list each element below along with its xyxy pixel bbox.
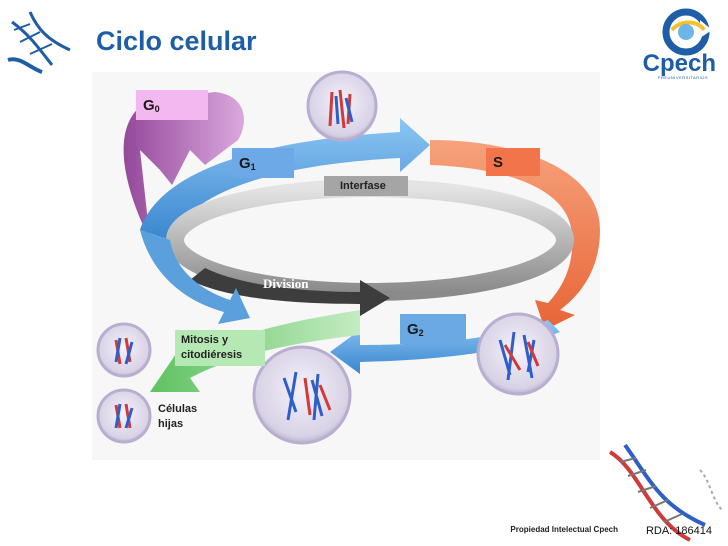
mitosis-label-line1: Mitosis y xyxy=(181,334,229,346)
mitosis-box xyxy=(175,330,265,366)
cpech-logo-tagline: PREUNIVERSITARIOS xyxy=(657,75,708,80)
g0-loop-arrow xyxy=(123,92,245,240)
daughter-label-line2: hijas xyxy=(158,418,184,430)
interfase-label: Interfase xyxy=(340,180,386,192)
daughter-cells-label: Células hijas xyxy=(158,402,197,432)
daughter-label-line1: Células xyxy=(158,403,198,415)
cpech-logo-mark xyxy=(662,8,712,56)
cell-daughter-bottom xyxy=(96,388,152,444)
g2-box xyxy=(400,314,466,344)
mitosis-label-line2: citodiéresis xyxy=(181,349,243,361)
cell-top xyxy=(306,70,378,142)
slide-title: Ciclo celular xyxy=(96,26,257,56)
footer-rights: Propiedad Intelectual Cpech xyxy=(510,525,618,534)
phase-g1-main: G xyxy=(239,154,251,172)
phase-s-main: S xyxy=(493,153,504,171)
cpech-logo-text: Cpech xyxy=(642,50,716,77)
phase-g0-sub: 0 xyxy=(154,104,160,114)
g0-box xyxy=(136,90,208,120)
phase-label-s: S xyxy=(486,148,540,176)
g1-arrow xyxy=(140,118,430,240)
g1-box xyxy=(232,148,294,178)
footer-rda: RDA: 186414 xyxy=(645,525,712,537)
phase-g1-sub: 1 xyxy=(250,162,256,172)
left-blue-arrow xyxy=(140,230,250,324)
cell-mitosis xyxy=(252,345,352,445)
s-arrow xyxy=(430,140,600,330)
phase-g2-main: G xyxy=(407,320,419,338)
phase-g2-sub: 2 xyxy=(418,328,424,338)
cell-g2 xyxy=(476,312,560,396)
division-arrow xyxy=(190,268,390,316)
interfase-ring-inner xyxy=(188,198,552,282)
cell-daughter-top xyxy=(96,322,152,378)
dna-helix-decoration xyxy=(608,443,723,542)
division-label: Division xyxy=(263,276,309,291)
phase-g0-main: G xyxy=(143,96,155,114)
dna-logo-left xyxy=(7,11,71,74)
mitosis-label: Mitosis y citodiéresis xyxy=(181,333,242,363)
interfase-box xyxy=(324,176,408,196)
s-box xyxy=(486,148,540,176)
